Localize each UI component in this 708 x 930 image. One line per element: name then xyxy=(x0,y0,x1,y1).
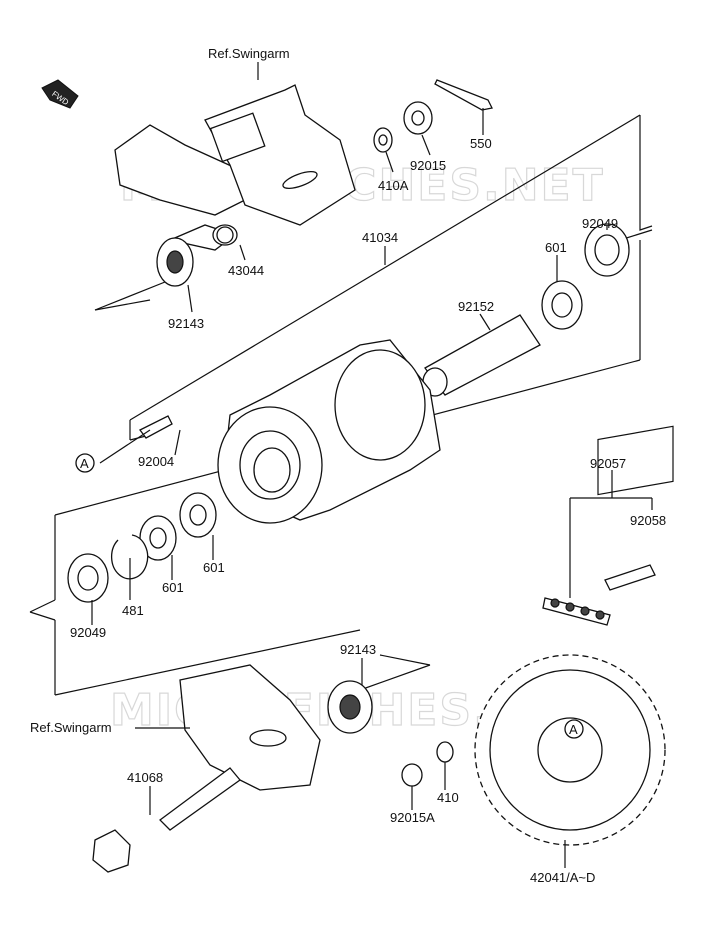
label-43044: 43044 xyxy=(228,263,264,278)
spacer-92152 xyxy=(422,314,541,397)
stud-92004 xyxy=(139,415,173,439)
cotter-pin-550 xyxy=(434,79,493,111)
label-ref-swingarm-top: Ref.Swingarm xyxy=(208,46,290,61)
label-410A: 410A xyxy=(378,178,409,193)
ref-a-right: A xyxy=(564,719,584,739)
seal-92143-top xyxy=(156,237,194,287)
label-41068: 41068 xyxy=(127,770,163,785)
washer-410 xyxy=(436,741,454,763)
bearing-601-top xyxy=(541,280,583,330)
label-550: 550 xyxy=(470,136,492,151)
ref-a-right-label: A xyxy=(569,722,578,737)
axle-41068 xyxy=(92,767,241,873)
leader-lines xyxy=(91,62,653,868)
label-92057: 92057 xyxy=(590,456,626,471)
master-link-92058 xyxy=(597,425,674,591)
label-42041: 42041/A~D xyxy=(530,870,595,885)
label-92004: 92004 xyxy=(138,454,174,469)
label-92143-top: 92143 xyxy=(168,316,204,331)
nut-92015 xyxy=(403,101,433,135)
label-92049-bottom: 92049 xyxy=(70,625,106,640)
label-92015A: 92015A xyxy=(390,810,435,825)
label-601-a: 601 xyxy=(203,560,225,575)
label-92049-top: 92049 xyxy=(582,216,618,231)
swingarm-top-drawing xyxy=(114,84,356,251)
label-601-b: 601 xyxy=(162,580,184,595)
ref-a-left: A xyxy=(75,453,95,473)
circlip-481 xyxy=(110,534,149,580)
oil-seal-92049-bottom xyxy=(67,553,109,603)
swingarm-bottom-drawing xyxy=(179,664,321,791)
label-92143-bottom: 92143 xyxy=(340,642,376,657)
label-ref-swingarm-bottom: Ref.Swingarm xyxy=(30,720,112,735)
label-410: 410 xyxy=(437,790,459,805)
label-92058: 92058 xyxy=(630,513,666,528)
hub-41034 xyxy=(217,339,441,524)
nut-92015A xyxy=(401,763,423,787)
ref-a-left-label: A xyxy=(80,456,89,471)
label-481: 481 xyxy=(122,603,144,618)
label-41034: 41034 xyxy=(362,230,398,245)
oil-seal-92049-top xyxy=(584,223,630,277)
label-92152: 92152 xyxy=(458,299,494,314)
fwd-arrow-icon: FWD xyxy=(41,79,79,109)
label-92015: 92015 xyxy=(410,158,446,173)
collar-43044 xyxy=(216,226,234,244)
washer-410A xyxy=(373,127,393,153)
chain-92057 xyxy=(542,597,611,626)
bearing-601-a xyxy=(179,492,217,538)
label-601-top: 601 xyxy=(545,240,567,255)
sprocket-42041 xyxy=(474,654,666,846)
seal-92143-bottom xyxy=(327,680,373,734)
bearing-601-b xyxy=(139,515,177,561)
